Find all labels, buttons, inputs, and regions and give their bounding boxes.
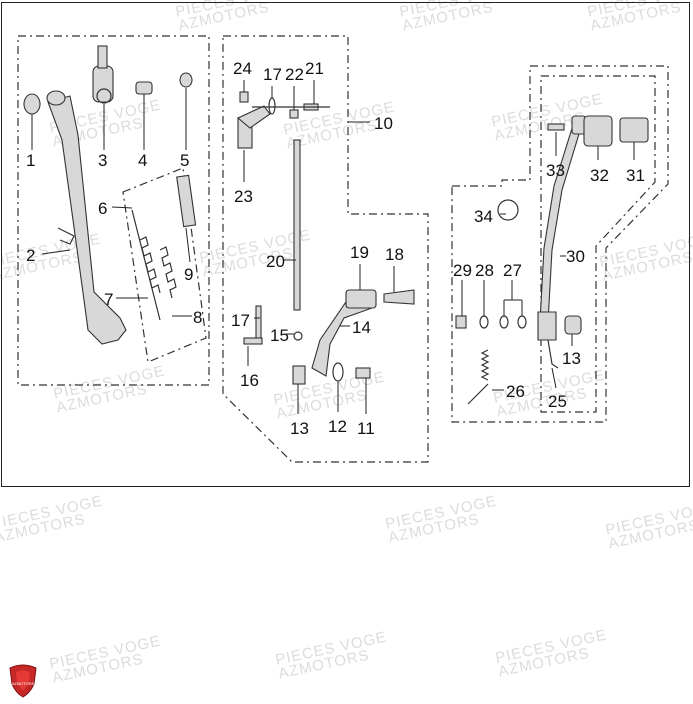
bracket-switch	[97, 45, 108, 69]
rubber-19	[345, 289, 377, 309]
stand-bracket	[92, 65, 114, 103]
part-number: 25	[548, 392, 567, 411]
collar-13b	[564, 315, 582, 335]
part-number: 23	[234, 187, 253, 206]
part-number: 27	[503, 261, 522, 280]
bolt-29	[455, 315, 467, 329]
part-number: 22	[285, 65, 304, 84]
washer-17a	[268, 97, 276, 115]
part-number: 12	[328, 417, 347, 436]
part-number: 13	[290, 419, 309, 438]
stand-tab	[57, 227, 75, 245]
pedal-30	[539, 121, 583, 323]
part-number: 5	[180, 151, 189, 170]
bolt-16	[243, 337, 263, 345]
bolt-18	[383, 289, 415, 305]
pedal-boss	[537, 311, 557, 341]
part-number: 14	[352, 318, 371, 337]
part-number: 9	[184, 265, 193, 284]
collar-4	[135, 81, 153, 95]
nut-15	[293, 331, 303, 341]
part-number: 19	[350, 243, 369, 262]
rod-20	[293, 139, 301, 311]
part-number: 8	[193, 308, 202, 327]
bracket-bolt	[96, 88, 112, 104]
part-number: 30	[566, 247, 585, 266]
washer-27b	[517, 315, 527, 329]
shift-group-outline	[451, 65, 669, 423]
part-number: 28	[475, 261, 494, 280]
arm-23-top	[236, 105, 271, 129]
part-number: 31	[626, 166, 645, 185]
part-number: 21	[305, 59, 324, 78]
collar-13a	[292, 365, 306, 385]
part-number: 18	[385, 245, 404, 264]
part-number: 34	[474, 207, 493, 226]
bolt-11	[355, 367, 371, 379]
nut-5	[179, 72, 193, 88]
shift-subgroup-outline	[540, 75, 656, 413]
part-number: 20	[266, 252, 285, 271]
part-number: 3	[98, 151, 107, 170]
part-number: 16	[240, 371, 259, 390]
sleeve-31	[619, 117, 649, 143]
bolt-24	[239, 91, 249, 103]
washer-12	[332, 362, 344, 382]
part-number: 4	[138, 151, 147, 170]
nut-1	[23, 93, 41, 115]
part-number: 33	[546, 161, 565, 180]
pedal-tip	[547, 339, 559, 369]
part-number: 11	[357, 419, 375, 438]
azmotors-logo	[9, 664, 37, 698]
washer-27a	[499, 315, 509, 329]
spring-subgroup-outline	[122, 167, 207, 363]
part-number: 29	[453, 261, 472, 280]
part-number: 26	[506, 382, 525, 401]
clip-34	[497, 199, 519, 221]
bolt-33	[547, 123, 565, 131]
spring-26	[467, 349, 490, 405]
nut-22	[289, 109, 299, 119]
part-number: 13	[562, 349, 581, 368]
part-number: 17	[263, 65, 282, 84]
pin-17b	[255, 305, 262, 341]
part-number: 17	[231, 311, 250, 330]
sidestand-group-outline	[17, 35, 210, 386]
part-number: 15	[270, 326, 289, 345]
part-number: 7	[104, 290, 113, 309]
washer-a	[46, 90, 66, 106]
part-number: 24	[233, 59, 252, 78]
spring-7	[139, 236, 161, 294]
part-number: 2	[26, 246, 35, 265]
spring-8	[159, 246, 177, 299]
part-number: 6	[98, 199, 107, 218]
side-stand	[47, 95, 127, 345]
pedal-group-outline	[222, 35, 429, 463]
part-number: 1	[26, 151, 35, 170]
rubber-32	[583, 115, 613, 147]
logo-text: AZMOTORS	[11, 681, 35, 686]
part-number: 32	[590, 166, 609, 185]
washer-28	[479, 315, 489, 329]
rubber-9	[176, 174, 197, 228]
part-number: 10	[374, 114, 393, 133]
diagram-frame	[1, 2, 690, 487]
